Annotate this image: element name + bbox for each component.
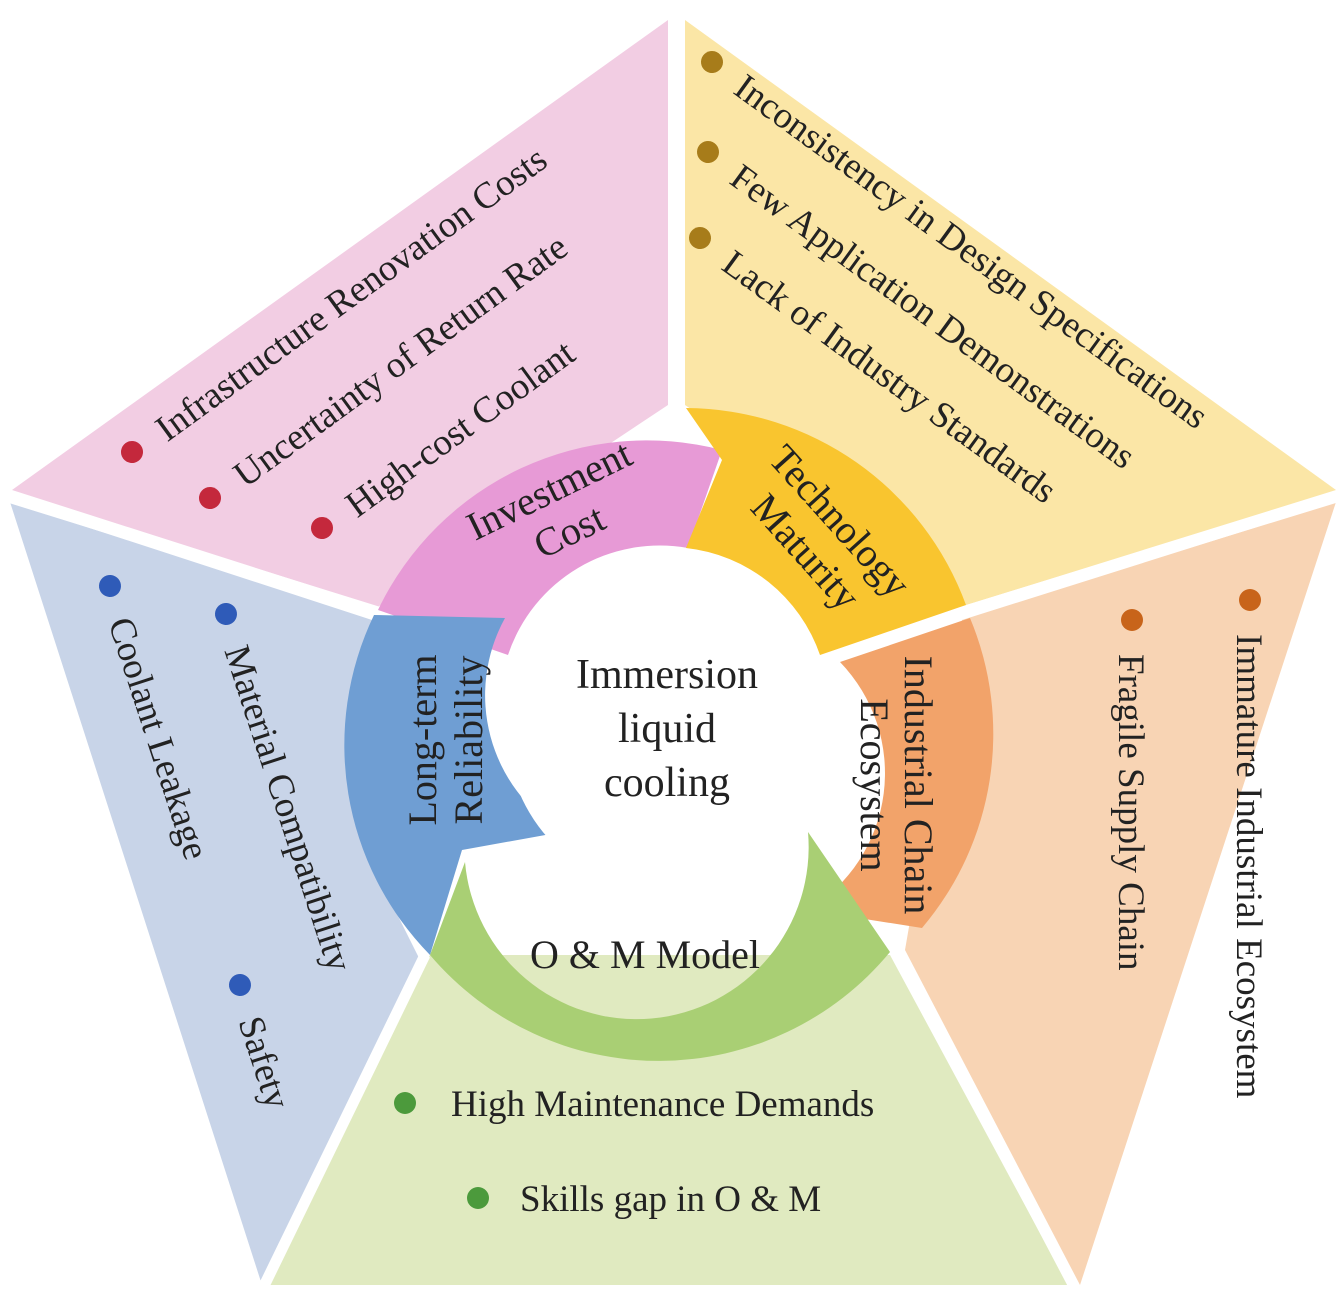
bullet-dot <box>1239 589 1261 611</box>
bullet-dot <box>311 517 333 539</box>
bullet-dot <box>689 227 711 249</box>
bullet-dot <box>215 603 237 625</box>
bullet-dot <box>467 1187 489 1209</box>
bullet-text: High Maintenance Demands <box>451 1084 874 1125</box>
bullet-dot <box>99 575 121 597</box>
bullet-dot <box>1121 609 1143 631</box>
ring-segment-investment <box>378 440 722 655</box>
ring-segment-technology <box>686 408 966 655</box>
bullet-dot <box>229 974 251 996</box>
center-title-line-2: liquid <box>618 706 716 752</box>
center-title-line-1: Immersion <box>576 652 758 698</box>
bullet-text: Fragile Supply Chain <box>1110 654 1151 971</box>
bullet-industrial-2: Fragile Supply Chain <box>1110 609 1151 971</box>
bullet-om-2: Skills gap in O & M <box>467 1179 821 1220</box>
panel-investment <box>12 20 668 607</box>
center-circle <box>507 571 827 891</box>
bullet-dot <box>394 1092 416 1114</box>
bullet-dot <box>697 141 719 163</box>
bullet-dot <box>199 487 221 509</box>
ring-segment-reliability <box>344 615 562 955</box>
ring-label-industrial: Industrial Chain Ecosystem <box>852 656 941 915</box>
center-title-line-3: cooling <box>604 760 730 806</box>
ring-label-reliability: Long-term Reliability <box>400 654 491 825</box>
bullet-text: Skills gap in O & M <box>520 1179 821 1220</box>
panel-industrial <box>905 502 1336 1285</box>
bullet-dot <box>701 51 723 73</box>
panel-separators <box>3 10 1342 1293</box>
bullet-industrial-1: Immature Industrial Ecosystem <box>1228 589 1269 1099</box>
ring-segment-industrial <box>808 618 994 928</box>
ring-label-industrial-line-2: Ecosystem <box>852 698 897 871</box>
bullet-om-1: High Maintenance Demands <box>394 1084 874 1125</box>
panel-reliability <box>10 502 420 1285</box>
ring-label-reliability-line-1: Long-term <box>400 654 445 825</box>
ring-label-reliability-line-2: Reliability <box>446 656 491 825</box>
ring-label-om: O & M Model <box>530 932 760 977</box>
ring-label-industrial-line-1: Industrial Chain <box>896 656 941 915</box>
ring-segment-om <box>430 832 890 1061</box>
bullet-dot <box>121 441 143 463</box>
bullet-text: Immature Industrial Ecosystem <box>1228 634 1269 1099</box>
